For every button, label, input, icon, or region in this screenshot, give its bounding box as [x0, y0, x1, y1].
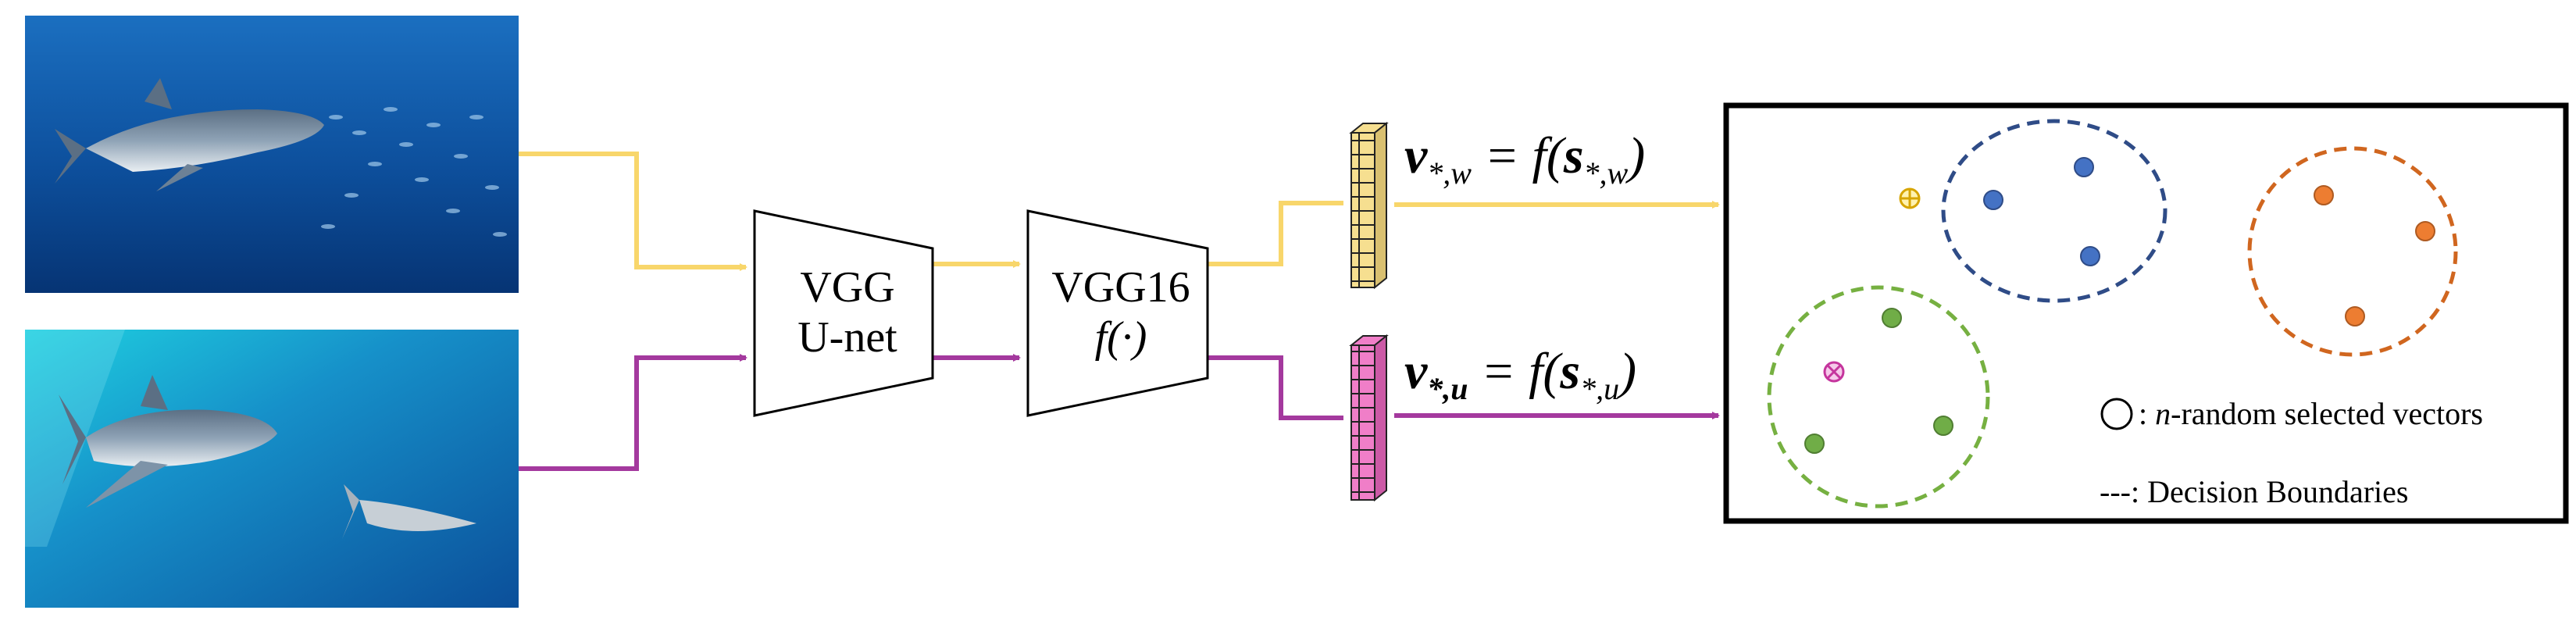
blue-point: [2074, 157, 2094, 177]
legend-dash-glyph: ---: [2100, 474, 2131, 509]
vgg16-label: VGG16 f(·): [1047, 262, 1195, 362]
yellow-feature-vector: [1349, 121, 1389, 290]
green-point: [1933, 416, 1953, 436]
equation-top-close: ): [1628, 127, 1646, 184]
equation-bottom-rhs: = f(: [1481, 343, 1561, 400]
vgg-unet-block: [753, 209, 934, 417]
orange-points: [2314, 185, 2435, 326]
magenta-path: [519, 354, 1720, 471]
legend-decision-boundaries-text: : Decision Boundaries: [2130, 474, 2409, 509]
yellow-path: [519, 152, 1720, 271]
query-magenta-icon: [1823, 361, 1845, 383]
legend-n-italic: n: [2155, 396, 2171, 431]
equation-top: v*,w = f(s*,w): [1404, 127, 1645, 191]
embedding-space-box: [1723, 102, 2569, 524]
green-point: [1882, 308, 1902, 328]
small-fish: [342, 484, 476, 539]
shark-photo-bottom: [25, 330, 519, 608]
pink-feature-vector: [1349, 334, 1389, 502]
equation-bottom-arg: s: [1560, 343, 1581, 400]
orange-point: [2314, 185, 2334, 205]
blue-points: [1983, 157, 2100, 266]
blue-point: [1983, 190, 2003, 210]
equation-top-rhs: = f(: [1484, 127, 1564, 184]
legend-random-vectors-text: -random selected vectors: [2171, 396, 2483, 431]
shark-silhouette: [59, 375, 277, 508]
equation-bottom-lhs: v: [1404, 343, 1428, 400]
legend-random-vectors: : n-random selected vectors: [2139, 396, 2483, 431]
shark-silhouette: [55, 78, 324, 191]
orange-decision-boundary: [2247, 146, 2458, 357]
equation-top-arg: s: [1563, 127, 1584, 184]
green-point: [1804, 434, 1825, 454]
equation-bottom-close: ): [1619, 343, 1637, 400]
orange-point: [2345, 306, 2365, 326]
legend-decision-boundaries: ---: Decision Boundaries: [2100, 473, 2408, 510]
vgg16-label-line1: VGG16: [1051, 263, 1190, 312]
vgg16-block: [1026, 209, 1209, 417]
orange-point: [2415, 221, 2435, 241]
equation-bottom: v*,u = f(s*,u): [1404, 342, 1636, 407]
shark-photo-top: [25, 16, 519, 293]
vgg-unet-label-line1: VGG: [800, 263, 895, 312]
green-points: [1804, 308, 1953, 454]
blue-point: [2080, 246, 2100, 266]
vgg-unet-label-line2: U-net: [797, 313, 897, 362]
equation-top-lhs-sub: *,w: [1427, 155, 1472, 191]
legend-circle-icon: [2100, 398, 2133, 430]
blue-decision-boundary: [1941, 119, 2167, 303]
query-yellow-icon: [1899, 187, 1921, 209]
equation-bottom-arg-sub: *,u: [1580, 371, 1620, 407]
equation-top-lhs: v: [1404, 127, 1428, 184]
vgg16-label-line2: f(·): [1094, 313, 1147, 362]
green-decision-boundary: [1767, 285, 1990, 508]
vgg-unet-label: VGG U-net: [781, 262, 914, 362]
equation-top-arg-sub: *,w: [1583, 155, 1629, 191]
equation-bottom-lhs-sub: *,u: [1427, 371, 1468, 407]
